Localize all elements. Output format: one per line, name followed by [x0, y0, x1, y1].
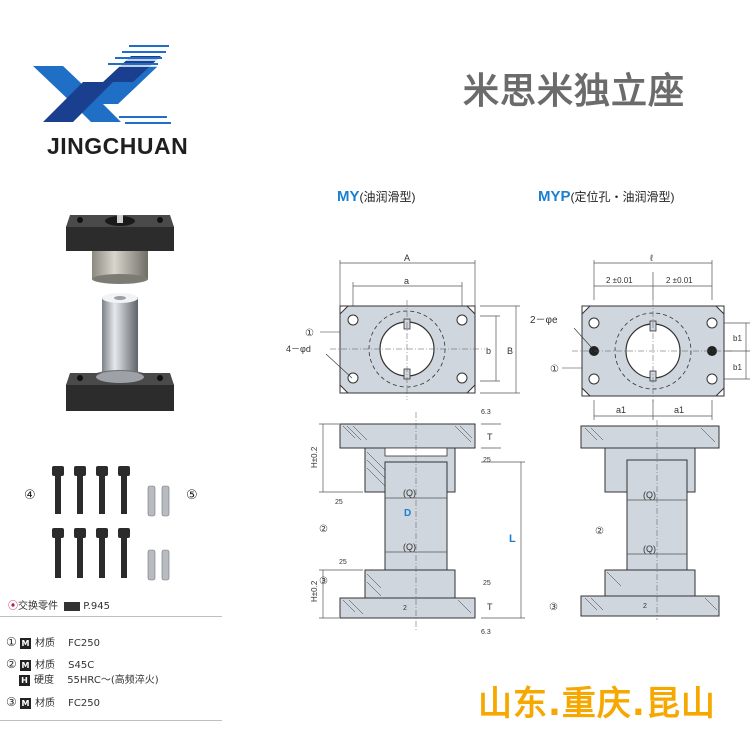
dim-ell: ℓ [650, 253, 654, 263]
screws-pins-photo [52, 466, 170, 581]
callout-3: ③ [319, 576, 328, 587]
spec-label: 材质 [34, 660, 55, 671]
page-title: 米思米独立座 [463, 71, 686, 112]
callout-1: ① [305, 328, 314, 339]
brand-name: JINGCHUAN [47, 133, 189, 159]
series-my-title: MY(油润滑型) [337, 188, 416, 205]
dim-b1-bottom: b1 [733, 363, 742, 372]
dim-two: 2 [403, 605, 407, 612]
dim-b: b [486, 346, 491, 356]
spec-label: 材质 [34, 698, 55, 709]
slogan: 山东.重庆.昆山 [478, 684, 716, 724]
screw-icon [52, 466, 64, 514]
myp-side-view-drawing: (Q) (Q) ② ③ 2 [549, 420, 720, 620]
dim-Q-lower: (Q) [643, 544, 656, 554]
reference-page: P.945 [83, 601, 110, 612]
dim-a1-left: a1 [616, 405, 626, 415]
pins-label: ⑤ [186, 488, 198, 503]
jingchuan-logo-icon [33, 45, 171, 124]
spec-value: FC250 [68, 638, 100, 649]
dim-H-top: H±0.2 [310, 446, 319, 468]
roughness-bottom: 6.3 [481, 629, 491, 636]
dim-L: L [509, 533, 516, 545]
dim-two: 2 [643, 603, 647, 610]
spec-num: ① [6, 635, 17, 649]
roughness-top: 6.3 [481, 409, 491, 416]
callout-2: ② [319, 524, 328, 535]
my-top-view-drawing: A a B b ① 4－φd [286, 253, 520, 400]
spec-part-2-hardness: H 硬度 55HRC～(高频淬火) [19, 671, 159, 686]
dim-a1-right: a1 [674, 405, 684, 415]
material-badge-icon: M [19, 659, 31, 671]
spec-num: ③ [6, 695, 17, 709]
divider [0, 720, 222, 721]
dim-a: a [404, 276, 409, 286]
reference-row[interactable]: ⦿交换零件 P.945 [8, 597, 110, 612]
spec-num: ② [6, 657, 17, 671]
spec-value: 55HRC～(高频淬火) [67, 675, 159, 686]
callout-2: ② [595, 526, 604, 537]
dim-A: A [404, 253, 410, 263]
product-photo [66, 215, 174, 411]
callout-1: ① [550, 364, 559, 375]
divider [0, 616, 222, 617]
spec-label: 硬度 [34, 675, 54, 686]
roughness-25-b: 25 [335, 499, 343, 506]
roughness-25-d: 25 [483, 580, 491, 587]
dim-Q-lower: (Q) [403, 542, 416, 552]
dim-half-ell-right: 2 ±0.01 [666, 276, 693, 285]
series-myp-code: MYP [538, 188, 571, 205]
series-myp-title: MYP(定位孔・油润滑型) [538, 188, 675, 205]
material-badge-icon: M [19, 697, 31, 709]
spec-label: 材质 [34, 638, 55, 649]
callout-3: ③ [549, 602, 558, 613]
dim-T-bottom: T [487, 602, 493, 612]
dim-half-ell-left: 2 ±0.01 [606, 276, 633, 285]
dim-T-top: T [487, 432, 493, 442]
dim-phi-e: 2－φe [530, 315, 558, 326]
spec-value: FC250 [68, 698, 100, 709]
screws-label: ④ [24, 488, 36, 503]
dim-b1-top: b1 [733, 334, 742, 343]
material-badge-icon: M [19, 637, 31, 649]
exchange-part-icon: ⦿ [8, 601, 18, 612]
dim-Q-upper: (Q) [403, 488, 416, 498]
dim-phi-d: 4－φd [286, 344, 311, 354]
my-side-view-drawing: T T L D (Q) (Q) 6.3 6.3 25 25 25 25 ② ③ … [310, 409, 525, 636]
dim-B: B [507, 346, 513, 356]
hardness-badge-icon: H [19, 674, 30, 686]
series-my-code: MY [337, 188, 360, 205]
dim-Q-upper: (Q) [643, 490, 656, 500]
series-my-desc: (油润滑型) [359, 190, 416, 204]
page-ref-icon [64, 601, 81, 611]
dim-D: D [404, 508, 411, 519]
spec-value: S45C [68, 660, 95, 671]
roughness-25-a: 25 [483, 457, 491, 464]
dim-H-bottom: H±0.2 [310, 580, 319, 602]
myp-top-view-drawing: ℓ 2 ±0.01 2 ±0.01 a1 a1 b1 b1 2－φe ① [530, 253, 750, 420]
series-myp-desc: (定位孔・油润滑型) [570, 190, 675, 204]
reference-text: 交换零件 [18, 601, 58, 612]
roughness-25-c: 25 [339, 559, 347, 566]
